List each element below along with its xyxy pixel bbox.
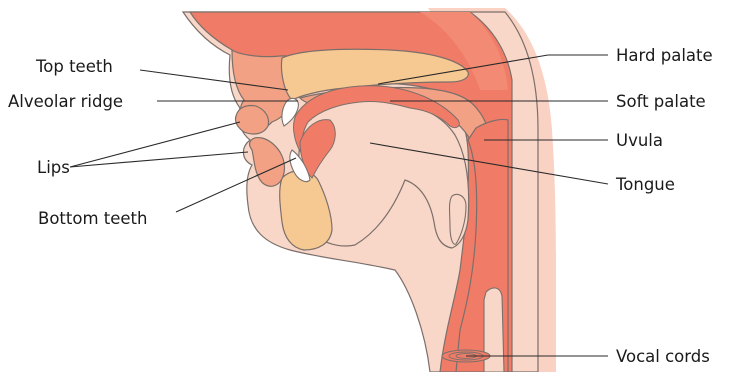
- label-tongue: Tongue: [615, 175, 675, 194]
- label-top-teeth: Top teeth: [35, 57, 113, 76]
- label-vocal-cords: Vocal cords: [616, 347, 710, 366]
- label-alveolar-ridge: Alveolar ridge: [8, 92, 123, 111]
- label-lips: Lips: [37, 158, 70, 177]
- label-soft-palate: Soft palate: [616, 92, 706, 111]
- label-uvula: Uvula: [616, 131, 663, 150]
- label-hard-palate: Hard palate: [616, 46, 713, 65]
- label-bottom-teeth: Bottom teeth: [38, 209, 147, 228]
